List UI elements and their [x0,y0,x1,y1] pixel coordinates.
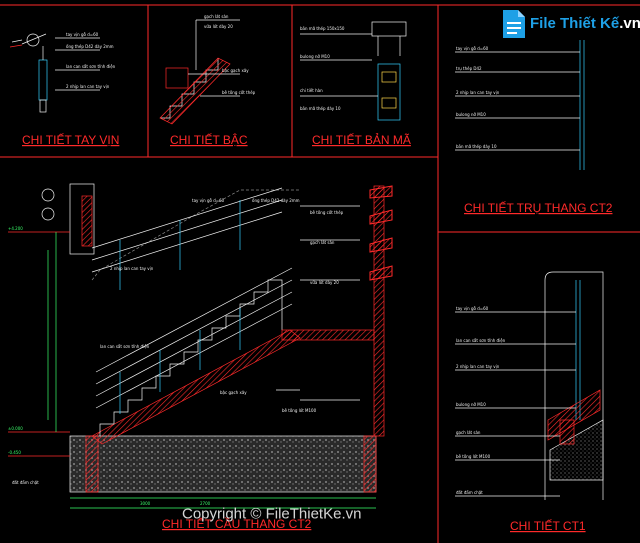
stair-note-6: 2 nhịp lan can tay vịn [110,266,154,271]
step-note-1: gạch lát sàn [204,14,229,19]
level-zero: ±0.000 [8,426,23,431]
plate-detail [300,21,407,121]
logo-icon [503,10,525,38]
post-note-4: bulong nở M10 [456,112,486,117]
stair-note-9: bê tông lót M100 [282,408,317,413]
watermark-logo: File Thiết Kế.vn [500,6,640,46]
dim-1: 2700 [200,501,211,506]
logo-main-text: File Thiết Kế [530,15,620,32]
title-plate: CHI TIẾT BẢN MÃ [312,132,411,147]
handrail-note-1: tay vịn gỗ d=60 [66,32,99,37]
logo-suffix-text: .vn [619,15,640,32]
stair-section [8,183,385,509]
plate-note-4: bản mã thép dày 10 [300,106,341,111]
watermark-copyright: Copyright © FileThietKe.vn [182,505,361,523]
post-note-5: bản mã thép dày 10 [456,144,497,149]
stair-note-1: tay vịn gỗ d=60 [192,198,225,203]
stair-note-7: lan can sắt sơn tĩnh điện [100,344,150,349]
handrail-detail [9,33,100,113]
title-stair: CHI TIẾT CẦU THANG CT2 [162,516,312,531]
stair-note-4: gạch lát sàn [310,240,335,245]
plate-note-2: bulong nở M10 [300,54,330,59]
ct1-note-1: tay vịn gỗ d=60 [456,306,489,311]
level-top: +4.200 [8,226,23,231]
ct1-note-3: 2 nhịp lan can tay vịn [456,364,500,369]
ct1-note-7: đất đầm chặt [456,490,483,495]
ct1-note-2: lan can sắt sơn tĩnh điện [456,338,506,343]
ct1-note-4: bulong nở M10 [456,402,486,407]
ct1-note-5: gạch lát sàn [456,430,481,435]
plate-note-3: chi tiết hàn [300,88,323,93]
step-note-2: vữa lót dày 20 [204,24,233,29]
handrail-note-3: lan can sắt sơn tĩnh điện [66,64,116,69]
stair-note-10: đất đầm chặt [12,480,39,485]
title-step: CHI TIẾT BẬC [170,132,248,147]
stair-note-8: bậc gạch xây [220,390,247,395]
dim-2: 3000 [140,501,151,506]
stair-note-5: vữa lót dày 20 [310,280,339,285]
post-note-2: trụ thép D42 [456,66,482,71]
copyright-text: Copyright © FileThietKe.vn [182,505,362,523]
title-ct1: CHI TIẾT CT1 [510,518,586,533]
handrail-note-4: 2 nhịp lan can tay vịn [66,84,110,89]
step-note-3: bậc gạch xây [222,68,249,73]
title-handrail: CHI TIẾT TAY VỊN [22,132,119,147]
handrail-note-2: ống thép D42 dày 2mm [66,44,114,49]
post-note-1: tay vịn gỗ d=60 [456,46,489,51]
section-hatch-right [369,185,393,281]
step-detail [159,19,240,125]
stair-note-3: bê tông cốt thép [310,210,344,215]
level-bottom: -0.450 [8,450,21,455]
ct1-detail [455,271,604,500]
plate-note-1: bản mã thép 150x150 [300,26,345,31]
step-note-4: bê tông cốt thép [222,90,256,95]
logo-text: File Thiết Kế.vn [530,15,640,32]
stair-note-2: ống thép D42 dày 2mm [252,198,300,203]
title-post: CHI TIẾT TRỤ THANG CT2 [464,200,613,215]
sheet-frame [0,4,640,543]
post-note-3: 2 nhịp lan can tay vịn [456,90,500,95]
post-detail [455,40,585,170]
ct1-note-6: bê tông lót M100 [456,454,491,459]
